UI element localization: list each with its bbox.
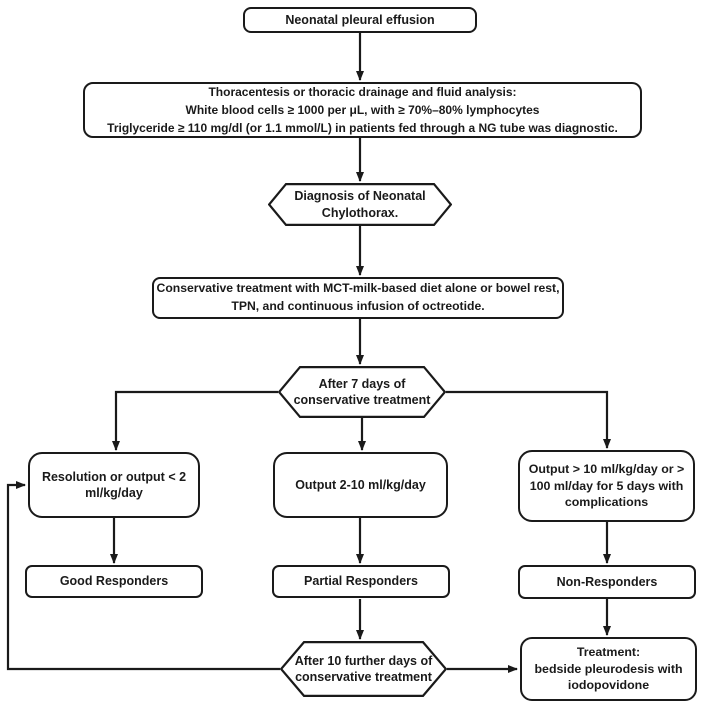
node-label-line: After 10 further days of	[294, 653, 433, 668]
node-label-line: After 7 days of	[318, 376, 406, 391]
node-label: Neonatal pleural effusion	[285, 12, 435, 27]
node-label-line: bedside pleurodesis with	[534, 661, 683, 676]
hexagon-shape	[268, 183, 452, 226]
node-resolution-output-lt2: Resolution or output < 2 ml/kg/day	[28, 452, 200, 518]
node-label-line: ml/kg/day	[85, 486, 143, 500]
node-non-responders: Non-Responders	[518, 565, 696, 599]
node-label-line: Output > 10 ml/kg/day or >	[528, 461, 685, 476]
connector-after10-feedback-to-resolution	[6, 481, 280, 671]
hexagon-shape	[280, 641, 447, 697]
node-label-line: Diagnosis of Neonatal	[294, 189, 426, 204]
node-output-2-10: Output 2-10 ml/kg/day	[273, 452, 448, 518]
node-label: Good Responders	[59, 574, 169, 589]
node-label-line: complications	[564, 495, 649, 510]
node-label-line: Thoracentesis or thoracic drainage and f…	[208, 85, 517, 99]
node-neonatal-pleural-effusion: Neonatal pleural effusion	[243, 7, 477, 33]
node-label-line: 100 ml/day for 5 days with	[529, 478, 684, 493]
node-after-10-further-days: After 10 further days of conservative tr…	[280, 641, 447, 697]
node-output-gt10: Output > 10 ml/kg/day or > 100 ml/day fo…	[518, 450, 695, 522]
node-label: Partial Responders	[304, 574, 418, 589]
node-label-line: iodopovidone	[567, 678, 650, 693]
node-label-line: Triglyceride ≥ 110 mg/dl (or 1.1 mmol/L)…	[107, 121, 618, 135]
node-label-line: conservative treatment	[295, 670, 432, 684]
node-good-responders: Good Responders	[25, 565, 203, 598]
connector-after7-to-output-gt10	[446, 390, 611, 449]
hexagon-shape	[278, 366, 446, 418]
node-label-line: Resolution or output < 2	[41, 469, 187, 484]
node-label-line: White blood cells ≥ 1000 per μL, with ≥ …	[185, 103, 540, 117]
node-label-line: Treatment:	[576, 644, 641, 659]
node-treatment-pleurodesis: Treatment: bedside pleurodesis with iodo…	[520, 637, 697, 701]
node-label-line: Chylothorax.	[321, 205, 399, 220]
node-after-7-days: After 7 days of conservative treatment	[278, 366, 446, 418]
node-fluid-analysis: Thoracentesis or thoracic drainage and f…	[83, 82, 642, 138]
node-label-line: TPN, and continuous infusion of octreoti…	[231, 299, 485, 313]
node-label-line: Conservative treatment with MCT-milk-bas…	[156, 281, 560, 296]
connector-after7-to-resolution	[112, 390, 278, 451]
node-diagnosis-chylothorax: Diagnosis of Neonatal Chylothorax.	[268, 183, 452, 226]
node-label: Output 2-10 ml/kg/day	[295, 477, 426, 492]
node-label-line: conservative treatment	[293, 393, 431, 407]
node-label: Non-Responders	[556, 574, 658, 589]
node-conservative-treatment: Conservative treatment with MCT-milk-bas…	[152, 277, 564, 319]
node-partial-responders: Partial Responders	[272, 565, 450, 598]
